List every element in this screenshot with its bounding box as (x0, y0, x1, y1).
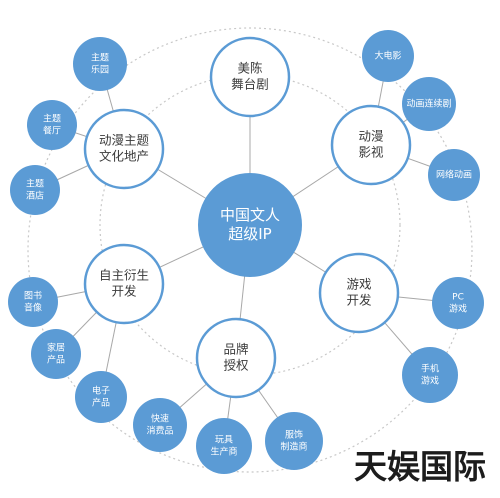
node-label: 乐园 (91, 64, 109, 76)
node-label: 游戏 (346, 277, 371, 292)
node-label: 主题 (91, 52, 109, 64)
sat-circle (8, 277, 58, 327)
sat-node-movie: 大电影 (362, 30, 414, 82)
node-label: 家居 (47, 342, 65, 354)
sat-circle (27, 100, 77, 150)
sat-circle (73, 37, 127, 91)
sat-circle (428, 149, 480, 201)
mid-circle (318, 252, 400, 334)
node-label: 服饰 (285, 429, 303, 441)
node-label: 电子 (92, 385, 110, 397)
mid-circle (330, 104, 412, 186)
nodes: 中国文人超级IP美陈舞台剧动漫影视游戏开发品牌授权自主衍生开发动漫主题文化地产大… (8, 30, 484, 474)
sat-circle (10, 165, 60, 215)
sat-node-serial: 动画连续剧 (402, 77, 456, 131)
sat-circle (402, 77, 456, 131)
node-label: 舞台剧 (231, 77, 269, 92)
sat-circle (75, 371, 127, 423)
node-label: 动漫 (358, 129, 383, 144)
node-label: 文化地产 (99, 149, 149, 164)
sat-circle (265, 412, 323, 470)
node-label: 产品 (47, 354, 65, 366)
node-label: 产品 (92, 397, 110, 409)
node-label: 影视 (358, 145, 384, 160)
node-label: 手机 (421, 363, 439, 375)
node-label: 制造商 (280, 441, 307, 453)
node-label: 授权 (223, 358, 249, 373)
node-label: 酒店 (26, 190, 44, 202)
sat-circle (362, 30, 414, 82)
node-label: 自主衍生 (99, 268, 149, 283)
node-label: 游戏 (421, 375, 439, 387)
node-label: 开发 (111, 284, 137, 299)
node-label: 餐厅 (43, 125, 61, 137)
watermark: 天娱国际 (354, 447, 486, 486)
center-circle (198, 173, 302, 277)
node-label: 音像 (24, 302, 42, 314)
node-label: 美陈 (237, 61, 263, 76)
node-label: 动画连续剧 (406, 98, 451, 110)
sat-node-web-anime: 网络动画 (428, 149, 480, 201)
node-label: 玩具 (215, 435, 233, 446)
node-label: 消费品 (146, 425, 173, 437)
node-label: PC (452, 293, 464, 303)
node-label: 快速 (151, 413, 169, 425)
mid-circle (195, 317, 277, 399)
node-label: 网络动画 (436, 169, 472, 181)
node-label: 游戏 (449, 303, 467, 315)
sat-circle (133, 398, 187, 452)
node-label: 生产商 (210, 446, 237, 458)
node-label: 开发 (346, 293, 372, 308)
outer-ring (27, 27, 473, 473)
node-label: 超级IP (228, 225, 271, 243)
mid-circle (209, 36, 291, 118)
node-label: 中国文人 (220, 206, 280, 224)
node-label: 主题 (43, 113, 61, 125)
sat-circle (31, 329, 81, 379)
mid-circle (83, 108, 165, 190)
node-label: 图书 (24, 291, 42, 302)
node-label: 品牌 (223, 342, 248, 357)
node-label: 主题 (26, 178, 44, 190)
sat-circle (196, 418, 252, 474)
node-label: 大电影 (374, 50, 401, 62)
sat-circle (402, 347, 458, 403)
sat-circle (432, 277, 484, 329)
node-label: 动漫主题 (99, 133, 150, 148)
mid-circle (83, 243, 165, 325)
